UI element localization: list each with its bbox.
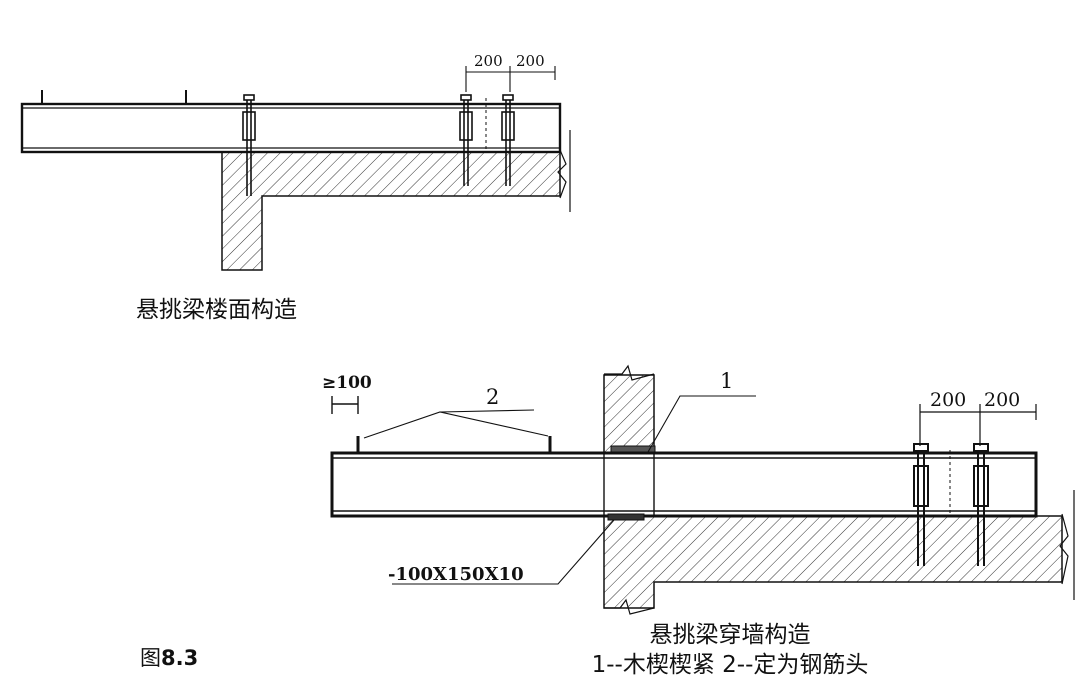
bottom-dimension (919, 404, 1037, 446)
top-anchor-bolt (459, 94, 473, 186)
bottom-anchor-bolt (973, 443, 989, 566)
callout-1-leader (647, 395, 756, 453)
wall-upper (603, 374, 655, 454)
steel-plate (607, 513, 645, 521)
min-spacing-dimension (331, 396, 359, 414)
callout-1-label: 1 (720, 369, 733, 393)
figure-number: 图8.3 (140, 642, 198, 672)
top-view (20, 66, 571, 271)
bottom-view-title: 悬挑梁穿墙构造 (649, 622, 811, 648)
top-dim-label-2: 200 (516, 52, 545, 70)
positioning-rebar-stub (356, 436, 552, 453)
bottom-view-caption: 悬挑梁穿墙构造 1--木楔楔紧 2--定为钢筋头 (520, 620, 940, 680)
top-dim-label-1: 200 (474, 52, 503, 70)
figure-number-value: 8.3 (161, 646, 199, 670)
top-break-line (557, 149, 567, 199)
slab-break-right (1059, 513, 1069, 585)
callout-2-leader (363, 411, 549, 439)
bottom-dim-label-2: 200 (984, 389, 1020, 411)
top-dimension (465, 66, 556, 92)
figure-number-prefix: 图 (140, 646, 161, 670)
top-anchor-bolt (242, 94, 256, 196)
bottom-view-legend: 1--木楔楔紧 2--定为钢筋头 (591, 652, 869, 678)
bottom-view (330, 364, 1075, 615)
bottom-steel-beam (330, 451, 1038, 518)
min-spacing-label: ≥100 (322, 373, 372, 393)
wall-break-bottom (604, 598, 655, 615)
bottom-dim-label-1: 200 (930, 389, 966, 411)
top-anchor-bolt (501, 94, 515, 186)
wall-break-top (604, 364, 655, 381)
plate-leader (392, 519, 615, 585)
callout-2-label: 2 (486, 385, 499, 409)
top-view-caption: 悬挑梁楼面构造 (136, 297, 297, 323)
plate-label: -100X150X10 (388, 564, 524, 585)
bottom-concrete-slab (603, 515, 1063, 609)
bottom-anchor-bolt (913, 443, 929, 566)
top-steel-beam (20, 102, 562, 154)
